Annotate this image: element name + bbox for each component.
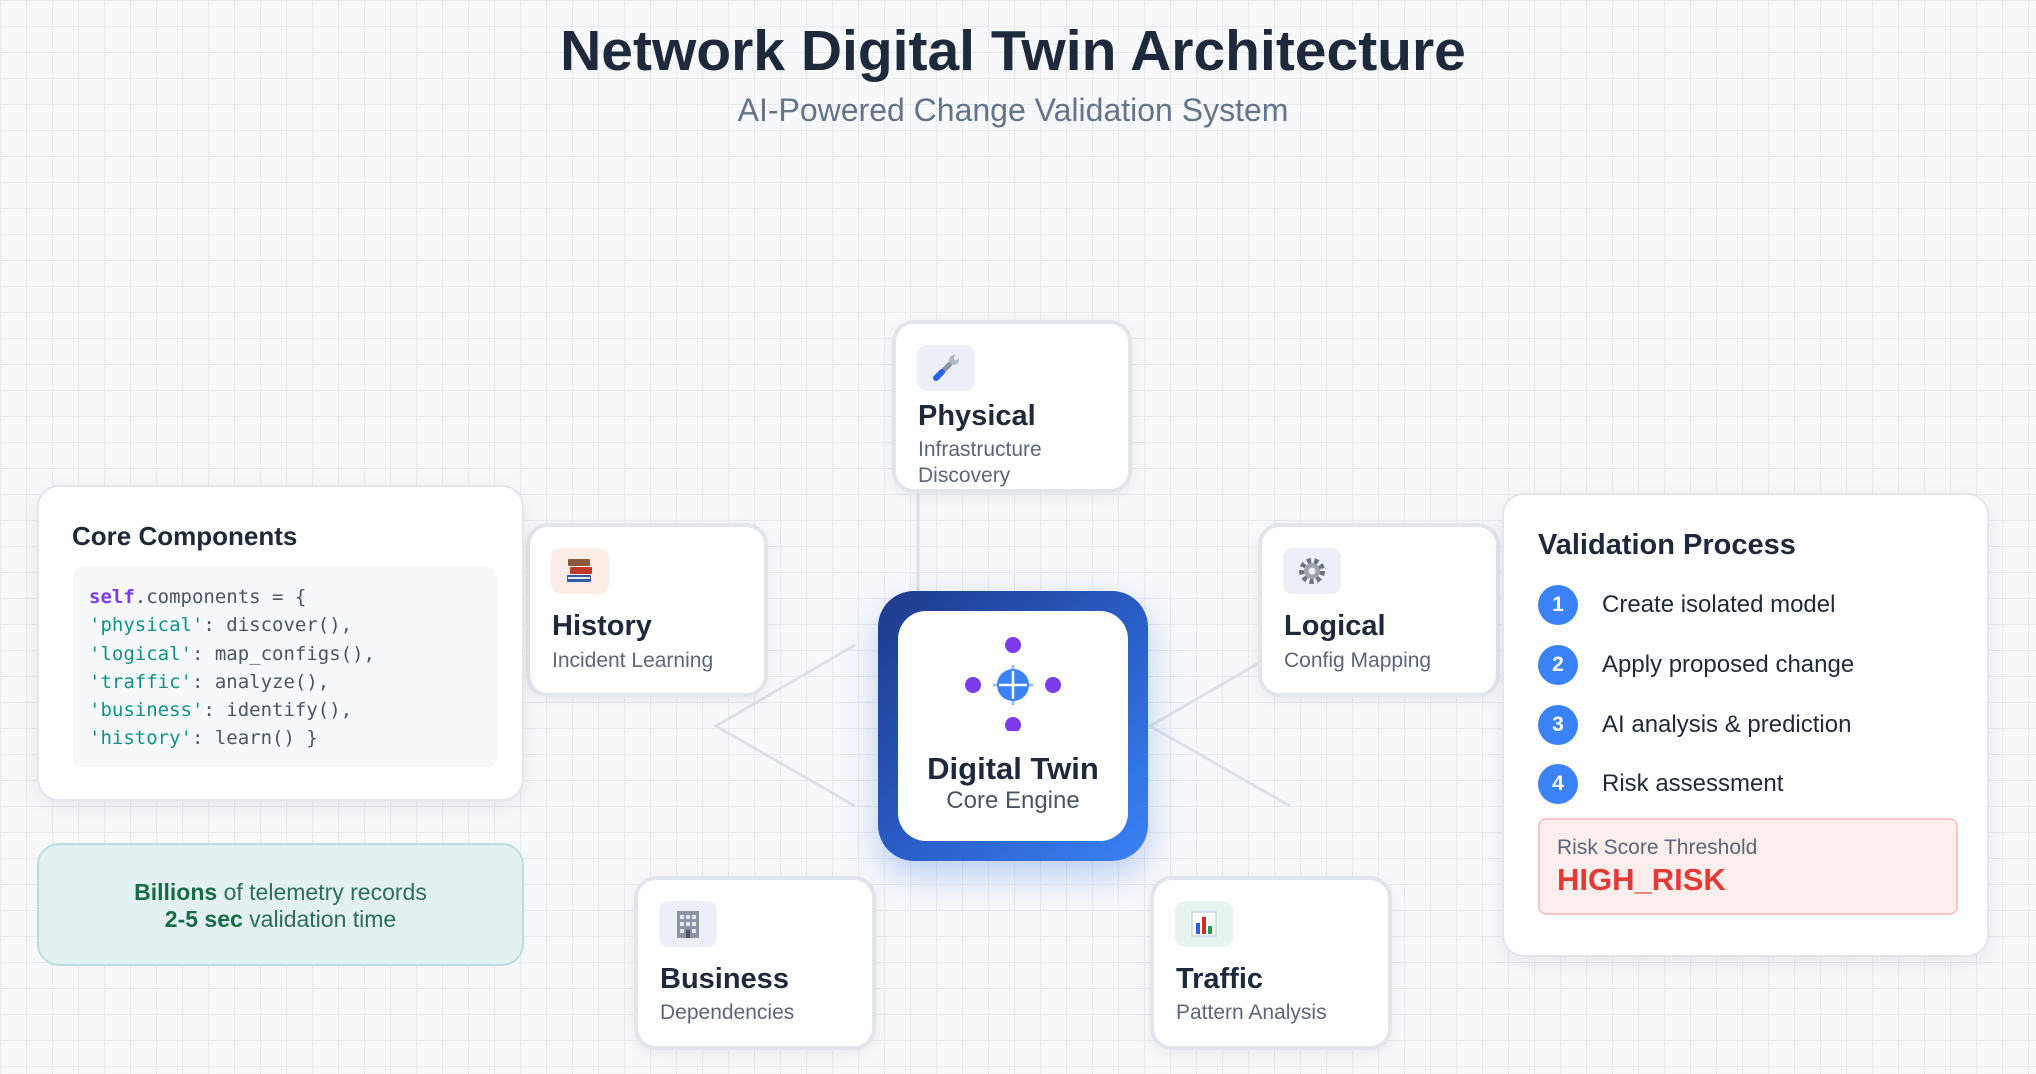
stats-line: Billions of telemetry records [39, 879, 522, 906]
page-title: Network Digital Twin Architecture [560, 19, 1466, 83]
code-line: 'physical': discover(), [89, 611, 497, 639]
node-history[interactable]: History Incident Learning [526, 523, 768, 697]
panel-title: Validation Process [1538, 529, 1796, 561]
step-number-badge: 3 [1538, 705, 1578, 745]
node-title: Traffic [1176, 963, 1264, 995]
panel-title: Core Components [72, 521, 298, 551]
code-text: : map_configs(), [191, 642, 375, 665]
step-label: Risk assessment [1602, 770, 1784, 797]
code-line: 'traffic': analyze(), [89, 668, 497, 696]
books-icon [551, 548, 609, 594]
stats-highlight: Billions [134, 879, 218, 905]
step-label: Create isolated model [1602, 591, 1836, 618]
code-line: 'history': learn() } [89, 724, 497, 752]
code-string: 'traffic' [89, 670, 192, 693]
step-label: Apply proposed change [1602, 651, 1855, 678]
node-subtitle: Incident Learning [552, 649, 714, 672]
page-subtitle: AI-Powered Change Validation System [737, 92, 1289, 128]
step-label: AI analysis & prediction [1602, 711, 1852, 738]
stats-text: of telemetry records [217, 879, 427, 905]
code-line: self.components = { [89, 583, 497, 611]
code-text: : learn() } [191, 727, 318, 750]
node-title: Business [660, 963, 789, 995]
code-string: 'logical' [89, 642, 192, 665]
core-components-panel: Core Components self.components = {'phys… [37, 485, 524, 801]
validation-process-panel: Validation Process 1 Create isolated mod… [1502, 493, 1989, 957]
stats-panel: Billions of telemetry records 2-5 sec va… [37, 843, 524, 966]
node-physical[interactable]: Physical Infrastructure Discovery [892, 320, 1132, 493]
step-number-badge: 1 [1538, 585, 1578, 625]
office-building-icon [659, 901, 717, 947]
node-subtitle: Dependencies [660, 1001, 795, 1024]
node-logical[interactable]: Logical Config Mapping [1258, 523, 1500, 697]
risk-value: HIGH_RISK [1557, 862, 1726, 897]
core-card: Digital Twin Core Engine [898, 611, 1128, 841]
stats-highlight: 2-5 sec [164, 906, 243, 932]
node-traffic[interactable]: Traffic Pattern Analysis [1150, 876, 1392, 1050]
step-number-badge: 2 [1538, 645, 1578, 685]
node-title: Physical [918, 400, 1036, 432]
node-title: Logical [1284, 610, 1386, 642]
code-text: : identify(), [203, 699, 353, 722]
code-line: 'logical': map_configs(), [89, 640, 497, 668]
code-string: 'physical' [89, 614, 204, 637]
digital-twin-core[interactable]: Digital Twin Core Engine [878, 591, 1148, 861]
code-string: 'history' [89, 727, 192, 750]
risk-threshold-box: Risk Score Threshold HIGH_RISK [1538, 818, 1958, 915]
node-subtitle: Discovery [918, 464, 1011, 487]
code-text: .components = { [134, 586, 307, 608]
link-logical [1146, 643, 1291, 808]
code-text: : discover(), [203, 614, 353, 637]
code-block: self.components = {'physical': discover(… [73, 567, 497, 767]
wrench-icon [917, 345, 975, 391]
node-subtitle: Pattern Analysis [1176, 1001, 1327, 1024]
link-history [713, 643, 856, 808]
node-title: History [552, 610, 652, 642]
core-title: Digital Twin [927, 751, 1099, 786]
code-string: 'business' [89, 699, 204, 722]
step-number-badge: 4 [1538, 764, 1578, 804]
bar-chart-icon [1175, 901, 1233, 947]
stats-text: validation time [242, 906, 397, 932]
risk-label: Risk Score Threshold [1557, 836, 1758, 859]
code-line: 'business': identify(), [89, 696, 497, 724]
network-hub-icon [965, 637, 1061, 731]
node-business[interactable]: Business Dependencies [634, 876, 876, 1050]
core-subtitle: Core Engine [946, 787, 1080, 814]
code-keyword: self [89, 586, 135, 608]
code-text: : analyze(), [191, 670, 330, 693]
node-subtitle: Config Mapping [1284, 649, 1432, 672]
gear-icon [1283, 548, 1341, 594]
stats-line: 2-5 sec validation time [39, 906, 522, 933]
node-subtitle: Infrastructure [918, 438, 1042, 461]
